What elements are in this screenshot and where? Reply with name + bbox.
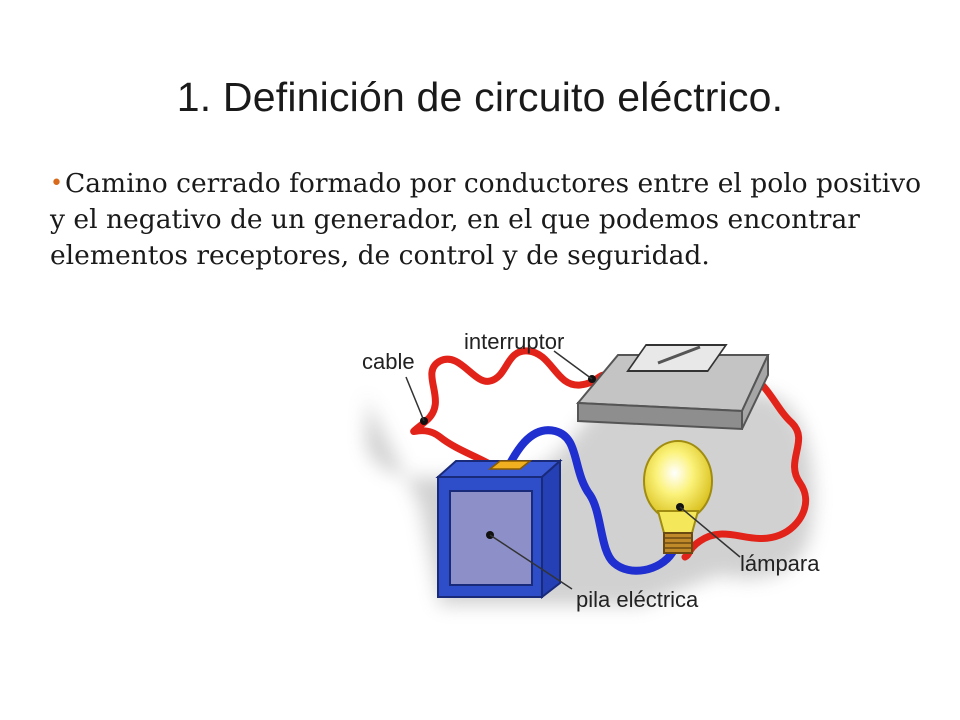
cable-pointer-line — [405, 376, 425, 422]
label-cable: cable — [362, 349, 415, 374]
red-wire — [410, 347, 612, 479]
slide-title: 1. Definición de circuito eléctrico. — [176, 74, 784, 120]
switch-icon — [575, 344, 770, 431]
label-switch: interruptor — [464, 329, 564, 354]
label-lamp: lámpara — [740, 551, 820, 576]
bullet-paragraph: •Camino cerrado formado por conductores … — [50, 166, 930, 274]
label-battery: pila eléctrica — [576, 587, 699, 612]
bullet-text: Camino cerrado formado por conductores e… — [50, 168, 922, 271]
bullet-icon: • — [50, 171, 63, 196]
red-wire-right — [681, 371, 809, 561]
circuit-diagram: cable interruptor lámpara pila eléctrica — [360, 329, 820, 612]
lamp-icon — [643, 440, 741, 558]
battery-icon — [435, 458, 573, 600]
switch-pointer-line — [553, 350, 593, 380]
